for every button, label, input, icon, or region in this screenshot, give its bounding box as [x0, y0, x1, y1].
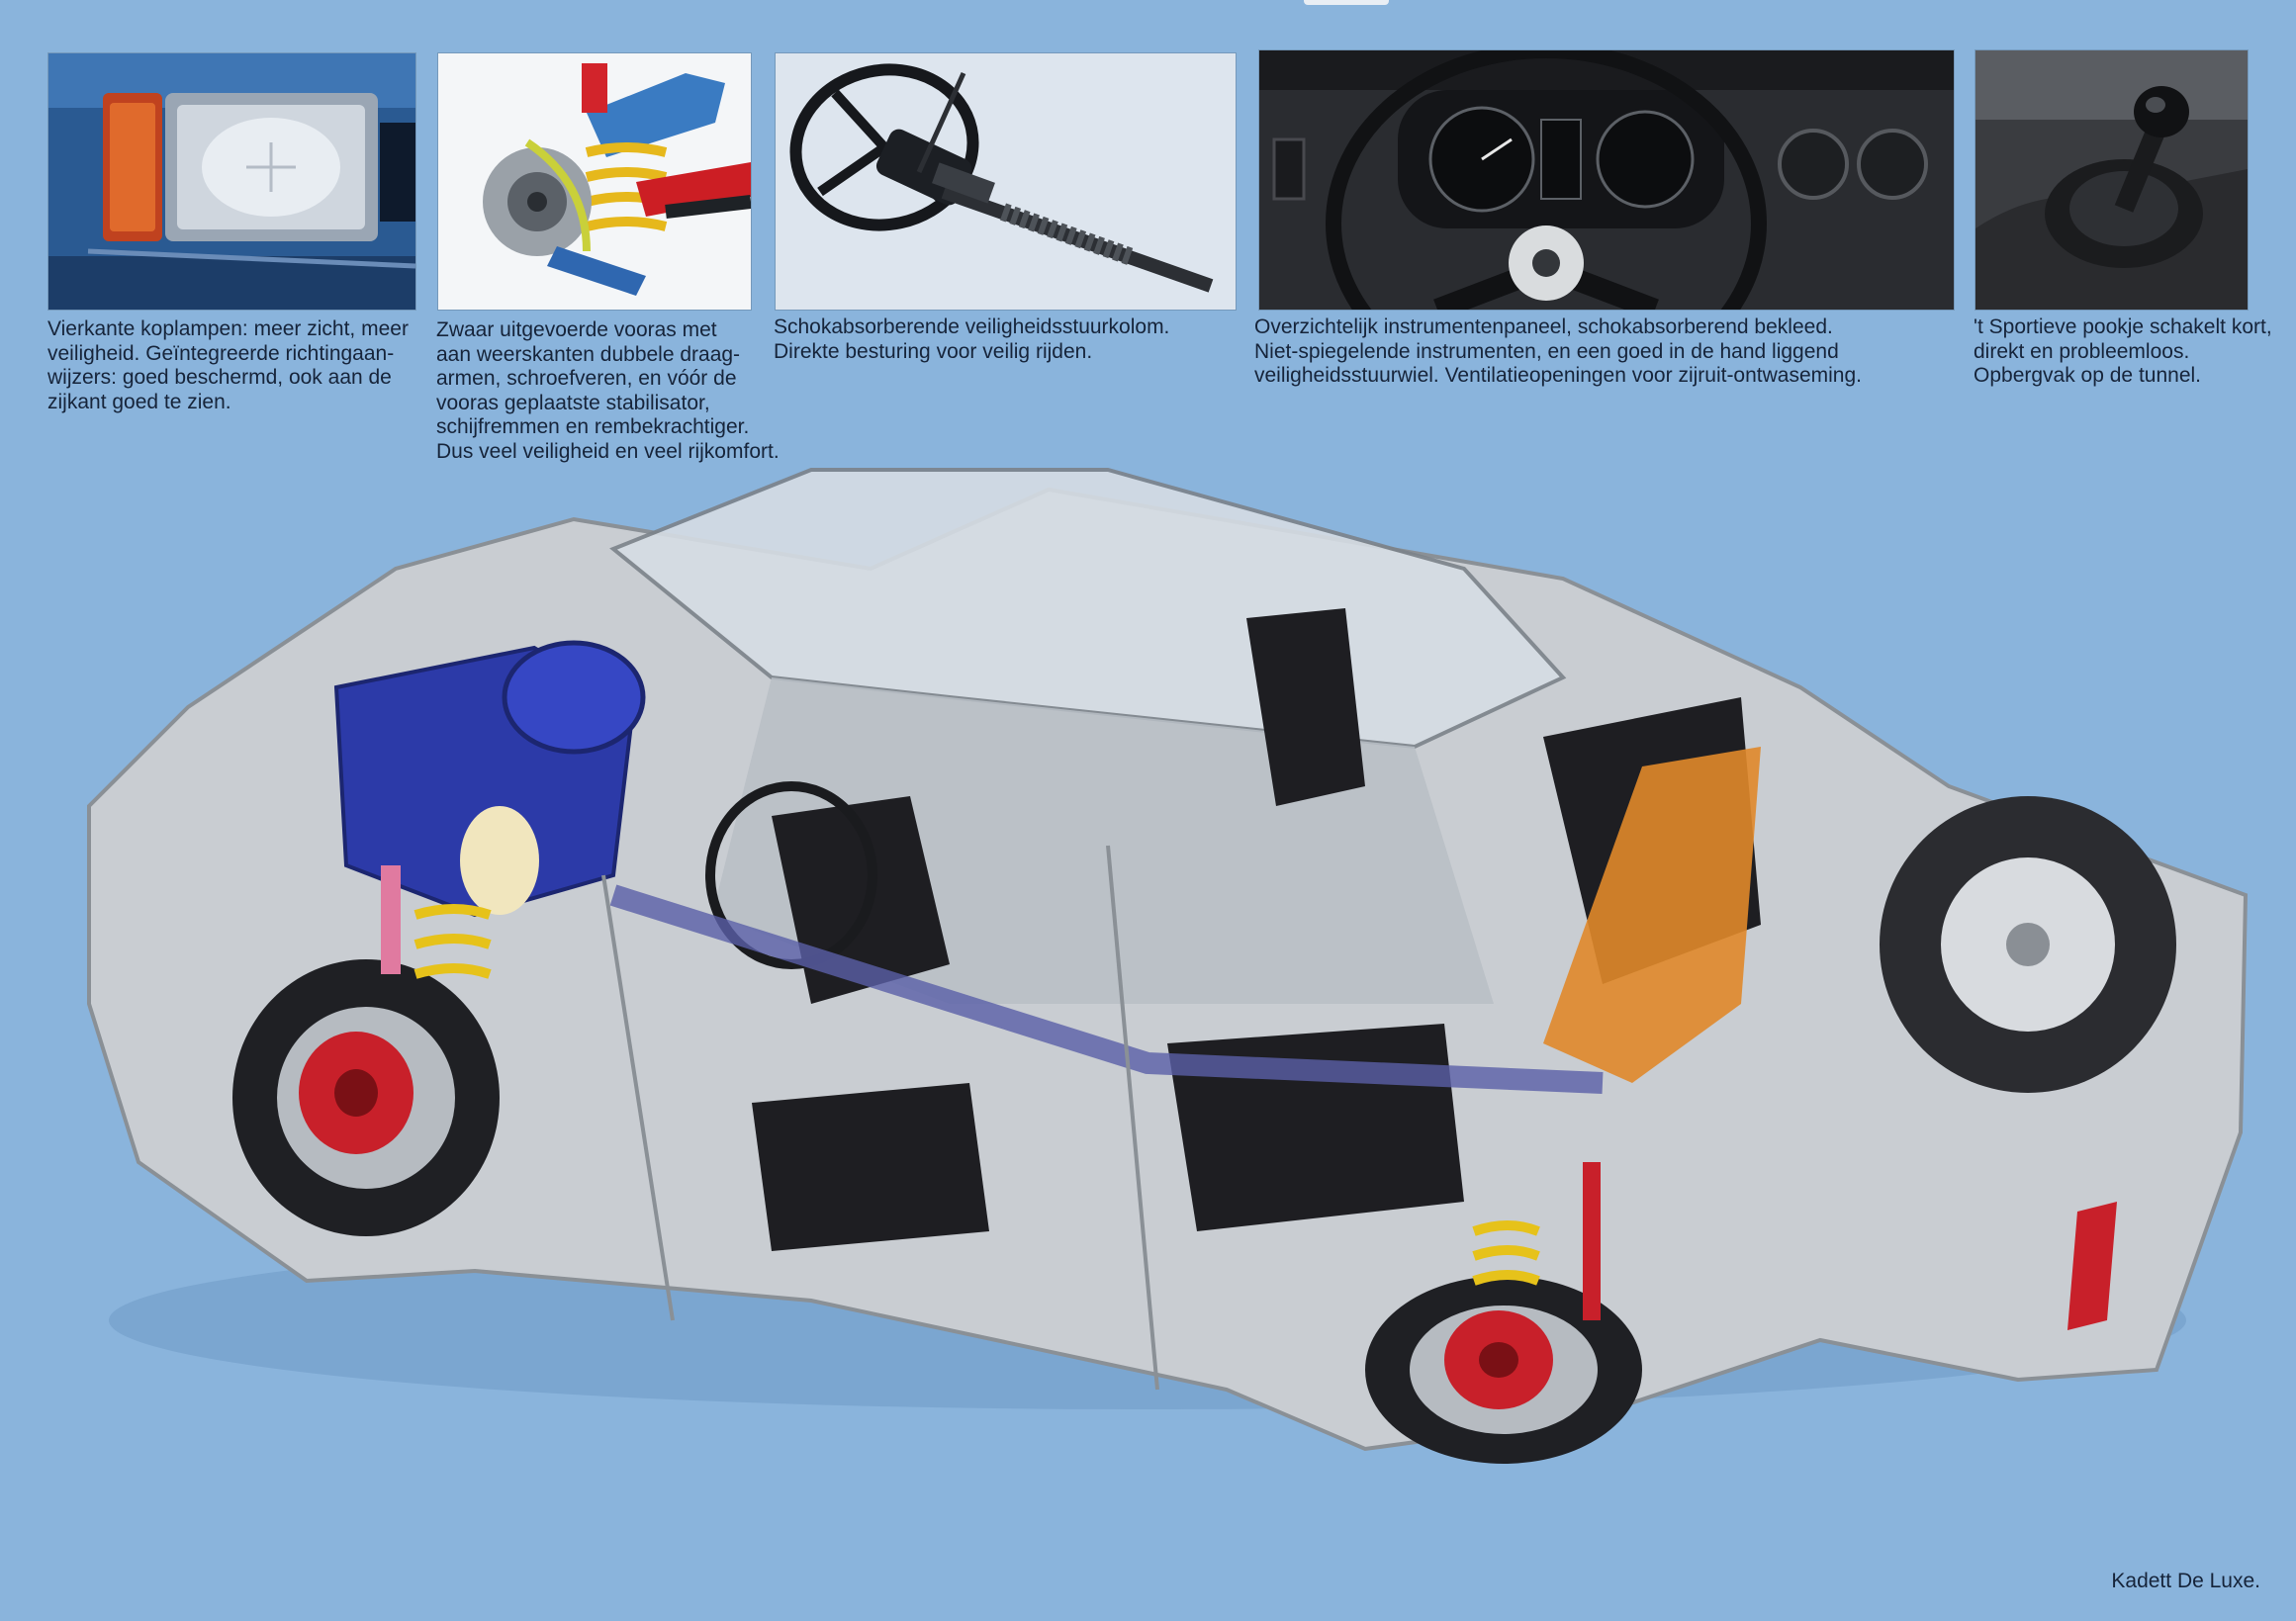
dashboard-photo	[1259, 50, 1954, 310]
caption-line: Direkte besturing voor veilig rijden.	[774, 339, 1093, 363]
caption-line: Zwaar uitgevoerde vooras met	[436, 318, 717, 341]
caption-line: direkt en probleemloos.	[1974, 339, 2190, 363]
caption-line: schijfremmen en rembekrachtiger.	[436, 415, 750, 438]
caption-line: veiligheid. Geïntegreerde richtingaan-	[47, 341, 395, 365]
gear-lever-icon	[1975, 50, 2248, 310]
dashboard-caption: Overzichtelijk instrumentenpaneel, schok…	[1254, 315, 1862, 389]
caption-line: aan weerskanten dubbele draag-	[436, 342, 741, 366]
steering-column-icon	[776, 53, 1236, 310]
caption-line: 't Sportieve pookje schakelt kort,	[1974, 315, 2272, 338]
steering-column-caption: Schokabsorberende veiligheidsstuurkolom.…	[774, 315, 1169, 364]
caption-line: Vierkante koplampen: meer zicht, meer	[47, 317, 409, 340]
headlamp-photo	[48, 53, 415, 310]
caption-line: Overzichtelijk instrumentenpaneel, schok…	[1254, 315, 1833, 338]
page-top-tab	[1304, 0, 1389, 5]
caption-line: Niet-spiegelende instrumenten, en een go…	[1254, 339, 1839, 363]
caption-line: armen, schroefveren, en vóór de	[436, 367, 737, 390]
gear-lever-photo	[1975, 50, 2248, 310]
caption-line: zijkant goed te zien.	[47, 390, 231, 413]
front-suspension-caption: Zwaar uitgevoerde vooras met aan weerska…	[436, 318, 780, 464]
headlamp-icon	[48, 53, 415, 310]
caption-line: vooras geplaatste stabilisator,	[436, 391, 710, 414]
dashboard-icon	[1259, 50, 1954, 310]
steering-column-photo	[776, 53, 1236, 310]
caption-line: Dus veel veiligheid en veel rijkomfort.	[436, 439, 780, 463]
caption-line: veiligheidsstuurwiel. Ventilatieopeninge…	[1254, 364, 1863, 387]
front-suspension-photo	[438, 53, 751, 310]
caption-line: wijzers: goed beschermd, ook aan de	[47, 366, 392, 389]
car-cutaway-illustration	[59, 450, 2265, 1469]
caption-line: Opbergvak op de tunnel.	[1974, 364, 2201, 387]
model-caption: Kadett De Luxe.	[2111, 1570, 2260, 1592]
car-cutaway-icon	[87, 468, 2249, 1464]
front-suspension-icon	[438, 53, 751, 310]
headlamp-caption: Vierkante koplampen: meer zicht, meer ve…	[47, 317, 409, 414]
gear-lever-caption: 't Sportieve pookje schakelt kort, direk…	[1974, 315, 2272, 389]
caption-line: Schokabsorberende veiligheidsstuurkolom.	[774, 315, 1170, 338]
